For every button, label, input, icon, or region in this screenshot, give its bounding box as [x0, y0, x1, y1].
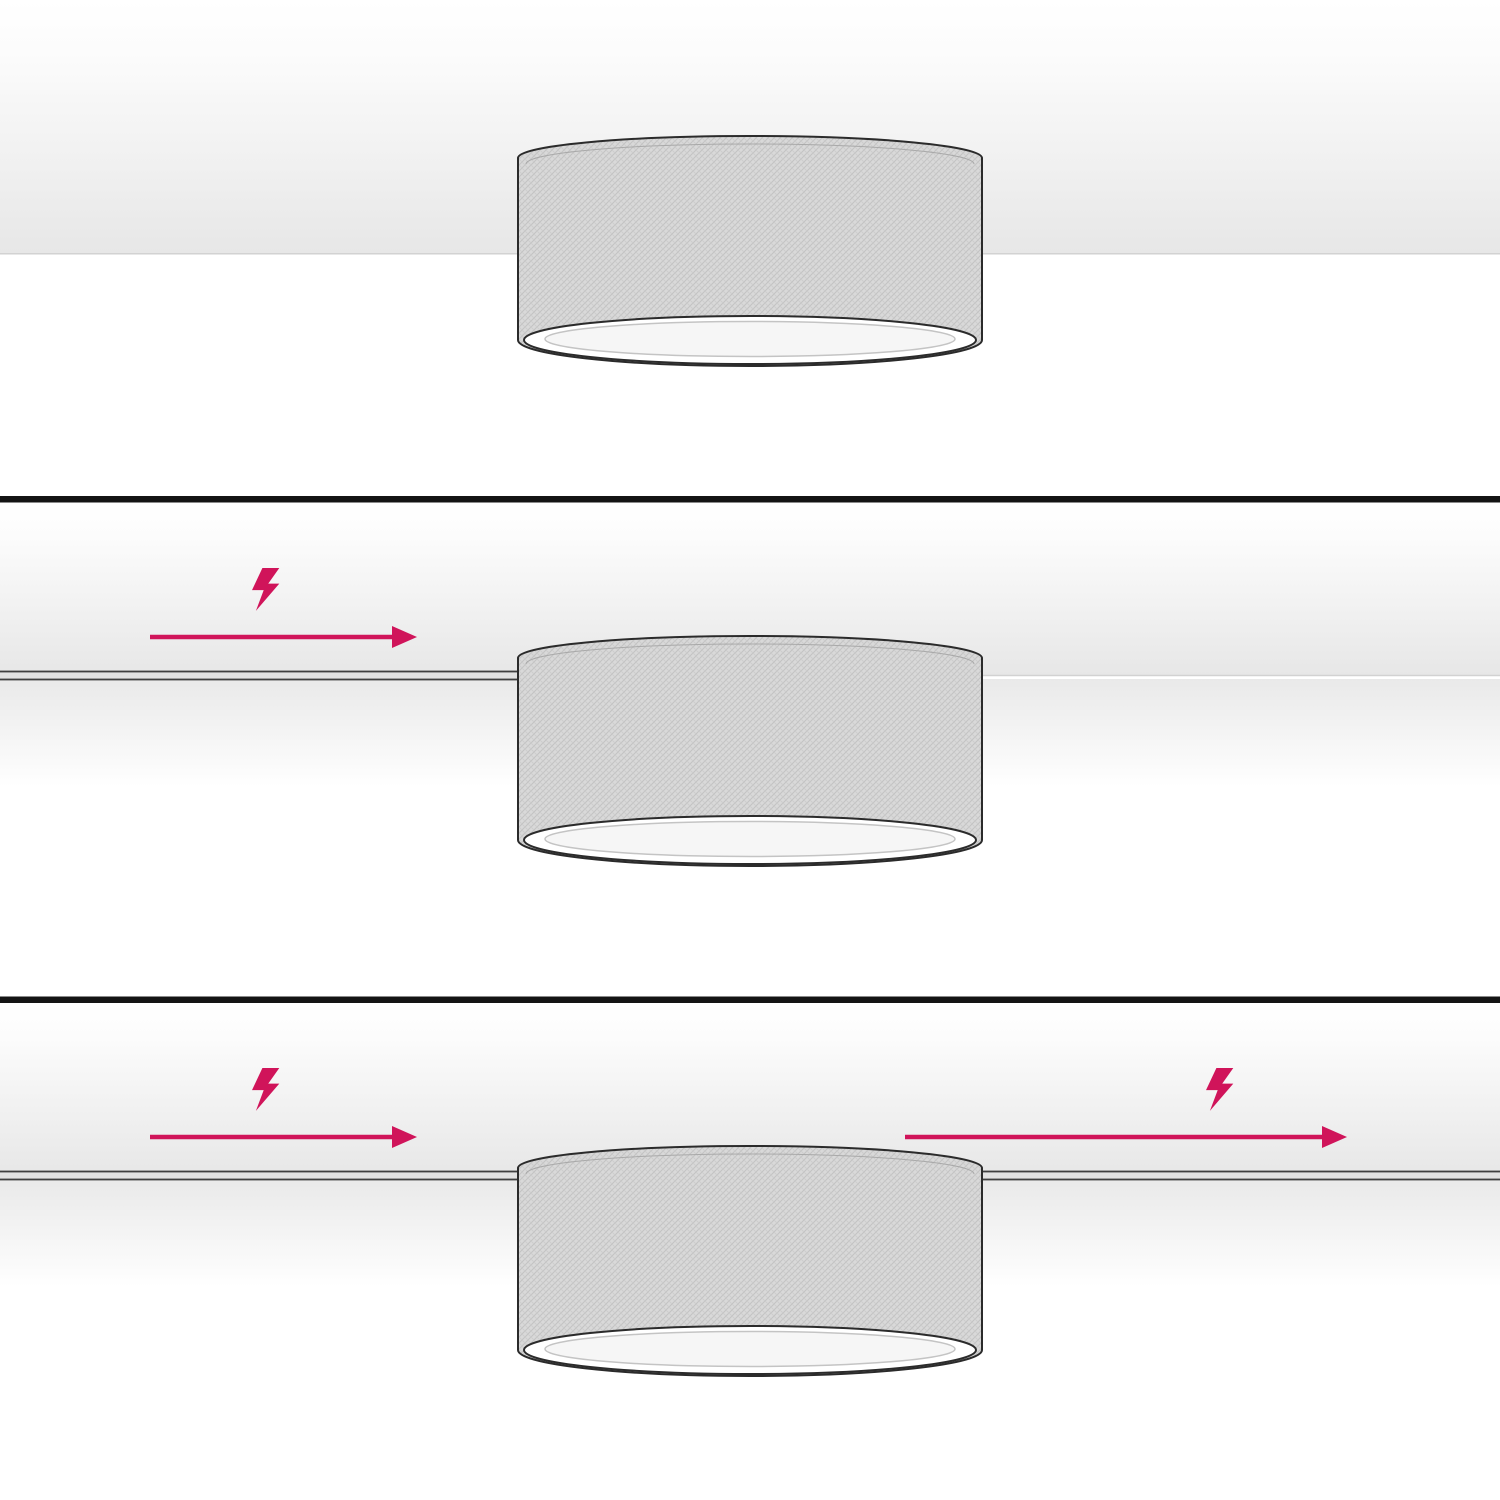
panel-separator: [0, 496, 1500, 503]
panel-flush-no-cable: [0, 0, 1500, 367]
current-flow-indicator-right: [905, 1068, 1347, 1148]
arrow-head: [392, 1126, 417, 1148]
panel-cable-entry-left: [0, 502, 1500, 867]
power-cable-left: [0, 1170, 526, 1181]
power-cable-left: [0, 670, 526, 681]
drum-lampshade: [517, 1145, 983, 1377]
arrow-head: [392, 626, 417, 648]
drum-lampshade: [517, 635, 983, 867]
panel-separator: [0, 996, 1500, 1003]
power-cable-right: [975, 1170, 1500, 1181]
drum-lampshade: [517, 135, 983, 367]
panel-cable-pass-through: [0, 1003, 1500, 1377]
current-flow-indicator-left: [150, 568, 417, 648]
current-flow-indicator-left: [150, 1068, 417, 1148]
arrow-head: [1322, 1126, 1347, 1148]
